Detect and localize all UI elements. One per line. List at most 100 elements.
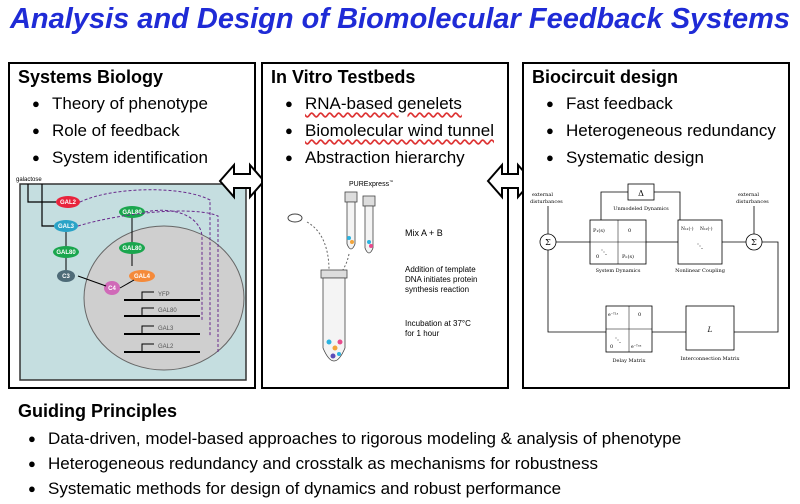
svg-text:⋱: ⋱ <box>697 243 703 250</box>
gene-label-yfp: YFP <box>158 292 170 298</box>
node-gal4 <box>129 270 155 282</box>
tube-b <box>364 205 374 254</box>
list-item: Biomolecular wind tunnel <box>285 117 507 144</box>
guiding-principles: Guiding Principles Data-driven, model-ba… <box>18 400 788 501</box>
feedback-block-diagram: external disturbances external disturban… <box>530 183 779 364</box>
svg-text:e⁻ᵀⁿˢ: e⁻ᵀⁿˢ <box>631 344 642 350</box>
node-gal80-nucleus <box>119 242 145 254</box>
guiding-heading: Guiding Principles <box>18 401 178 421</box>
interconnection-label: Interconnection Matrix <box>681 356 740 362</box>
biocircuit-heading: Biocircuit design <box>532 67 679 87</box>
disturbance-label: disturbances <box>530 199 563 205</box>
delay-label: Delay Matrix <box>613 358 646 364</box>
page-title: Analysis and Design of Biomolecular Feed… <box>9 3 791 35</box>
disturbance-label: external <box>738 192 759 198</box>
pour-arrow <box>306 221 330 271</box>
list-item: Fast feedback <box>546 90 788 117</box>
gal-network-diagram: galactose GAL2 GAL3 GAL80 C3 GAL80 GAL80… <box>16 177 247 381</box>
svg-text:⋱: ⋱ <box>601 249 607 256</box>
node-gal80-cytoplasm <box>119 206 145 218</box>
promoter-arrow <box>141 325 154 334</box>
in-vitro-heading: In Vitro Testbeds <box>271 67 416 87</box>
node-gal80 <box>53 246 79 258</box>
node-c4 <box>104 281 120 295</box>
biocircuit-list: Fast feedback Heterogeneous redundancy S… <box>524 90 788 171</box>
list-item: Heterogeneous redundancy and crosstalk a… <box>28 451 788 476</box>
feedback-edge <box>77 210 219 352</box>
dna-loop <box>287 213 303 223</box>
tube-cap <box>320 269 348 279</box>
guiding-list: Data-driven, model-based approaches to r… <box>18 426 788 501</box>
svg-text:L: L <box>707 326 713 334</box>
list-item: Theory of phenotype <box>32 90 254 117</box>
svg-text:GAL80: GAL80 <box>56 250 76 256</box>
svg-text:0: 0 <box>610 344 613 350</box>
list-item: RNA-based genelets <box>285 90 507 117</box>
addition-line: DNA initiates protein <box>405 275 477 284</box>
incubation-line: for 1 hour <box>405 329 440 338</box>
edge <box>77 275 107 287</box>
pour-arrow <box>338 253 350 277</box>
edge <box>119 279 135 289</box>
signal-line <box>600 191 628 222</box>
tube-cap <box>344 191 358 203</box>
svg-text:GAL80: GAL80 <box>122 246 142 252</box>
input-arrow <box>27 184 56 203</box>
svg-text:GAL2: GAL2 <box>60 200 77 206</box>
node-gal3 <box>54 220 78 232</box>
nonlinear-block <box>677 219 723 265</box>
in-vitro-list: RNA-based genelets Biomolecular wind tun… <box>263 90 507 171</box>
incubation-line: Incubation at 37°C <box>405 319 471 328</box>
svg-text:N₁₂(·): N₁₂(·) <box>700 225 713 232</box>
addition-line: Addition of template <box>405 265 476 274</box>
feedback-edge <box>79 189 211 336</box>
promoter-arrow <box>141 291 154 300</box>
svg-text:Pₙ(s): Pₙ(s) <box>622 253 634 260</box>
purexpress-illustration: PURExpress™ Mix A + B Addition of templa… <box>287 179 477 362</box>
signal-line <box>654 191 681 222</box>
delta-symbol: Δ <box>638 189 644 198</box>
svg-text:C4: C4 <box>108 286 116 292</box>
input-arrow <box>41 184 54 227</box>
list-item: Systematic methods for design of dynamic… <box>28 476 788 501</box>
svg-text:N₁₁(·): N₁₁(·) <box>681 225 694 232</box>
list-item: Data-driven, model-based approaches to r… <box>28 426 788 451</box>
svg-text:0: 0 <box>638 312 641 318</box>
svg-text:Σ: Σ <box>751 238 757 247</box>
systems-biology-list: Theory of phenotype Role of feedback Sys… <box>10 90 254 171</box>
brand-label: PURExpress <box>349 181 390 188</box>
addition-line: synthesis reaction <box>405 285 469 294</box>
list-item: Heterogeneous redundancy <box>546 117 788 144</box>
disturbance-label: disturbances <box>736 199 769 205</box>
mix-label: Mix A + B <box>405 228 443 238</box>
trademark-symbol: ™ <box>389 179 393 184</box>
system-dynamics-label: System Dynamics <box>596 268 641 274</box>
list-item: Systematic design <box>546 144 788 171</box>
gene-label-gal3: GAL3 <box>158 326 174 332</box>
list-item: Abstraction hierarchy <box>285 144 507 171</box>
promoter-arrow <box>141 307 154 316</box>
disturbance-label: external <box>532 192 553 198</box>
svg-text:e⁻ᵀ¹ˢ: e⁻ᵀ¹ˢ <box>608 312 619 318</box>
list-item: System identification <box>32 144 254 171</box>
svg-text:⋱: ⋱ <box>615 337 621 344</box>
svg-text:GAL80: GAL80 <box>122 210 142 216</box>
svg-text:C3: C3 <box>62 274 70 280</box>
signal-line <box>547 250 606 333</box>
gene-label-gal2: GAL2 <box>158 344 174 350</box>
svg-text:P₁(s): P₁(s) <box>593 227 605 234</box>
double-arrow-icon <box>218 162 266 200</box>
svg-text:GAL4: GAL4 <box>134 274 151 280</box>
systems-biology-box: Systems Biology Theory of phenotype Role… <box>8 62 256 389</box>
systems-biology-heading: Systems Biology <box>18 67 164 87</box>
in-vitro-box: In Vitro Testbeds RNA-based genelets Bio… <box>261 62 509 389</box>
feedback-edge <box>144 209 203 320</box>
biocircuit-box: Biocircuit design Fast feedback Heteroge… <box>522 62 790 389</box>
node-c3 <box>57 270 75 282</box>
tube-cap <box>362 195 376 207</box>
svg-text:0: 0 <box>596 254 599 260</box>
node-gal2 <box>56 196 80 208</box>
nonlinear-label: Nonlinear Coupling <box>675 268 726 274</box>
svg-text:0: 0 <box>628 228 631 234</box>
galactose-label: galactose <box>16 177 42 183</box>
